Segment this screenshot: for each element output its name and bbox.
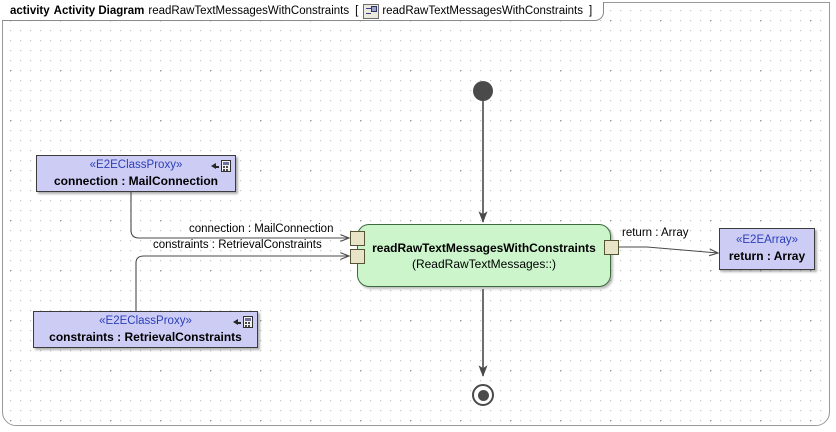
activity-diagram-icon: [363, 3, 380, 19]
stereotype-label: «E2EArray»: [735, 234, 798, 246]
bracket-open: [: [355, 5, 359, 17]
action-node-qualifier: (ReadRawTextMessages::): [411, 256, 557, 271]
edge-label-return: return : Array: [622, 227, 689, 239]
stereotype-label: «E2EClassProxy»: [99, 314, 192, 327]
edge-label-connection: connection : MailConnection: [189, 223, 334, 235]
object-node-return-array[interactable]: «E2EArray» return : Array: [719, 228, 815, 270]
stereotype-label: «E2EClassProxy»: [89, 158, 183, 171]
object-node-constraints[interactable]: «E2EClassProxy» constraints : RetrievalC…: [33, 311, 258, 348]
object-node-connection[interactable]: «E2EClassProxy» connection : MailConnect…: [36, 155, 236, 192]
initial-node[interactable]: [473, 81, 493, 101]
constraints-input-pin[interactable]: [350, 249, 365, 264]
diagram-title-tab: activity Activity Diagram readRawTextMes…: [2, 2, 605, 21]
diagram-context-name: readRawTextMessagesWithConstraints: [382, 5, 584, 17]
connection-input-pin[interactable]: [350, 231, 365, 246]
class-proxy-icon: [211, 160, 231, 172]
object-node-label: constraints : RetrievalConstraints: [49, 329, 242, 344]
class-proxy-icon: [233, 316, 253, 328]
return-output-pin[interactable]: [604, 240, 619, 255]
page-title: readRawTextMessagesWithConstraints: [148, 5, 350, 17]
action-node-name: readRawTextMessagesWithConstraints: [372, 240, 596, 255]
object-node-label: connection : MailConnection: [54, 173, 218, 188]
diagram-type-label: Activity Diagram: [53, 5, 145, 17]
bracket-close: ]: [589, 5, 593, 17]
edge-label-constraints: constraints : RetrievalConstraints: [153, 239, 322, 251]
action-node-readrawtextmessageswithconstraints[interactable]: readRawTextMessagesWithConstraints (Read…: [357, 224, 611, 287]
activity-final-node[interactable]: [472, 384, 494, 406]
diagram-keyword: activity: [10, 5, 50, 17]
object-node-label: return : Array: [728, 249, 806, 263]
diagram-frame: [2, 2, 830, 426]
